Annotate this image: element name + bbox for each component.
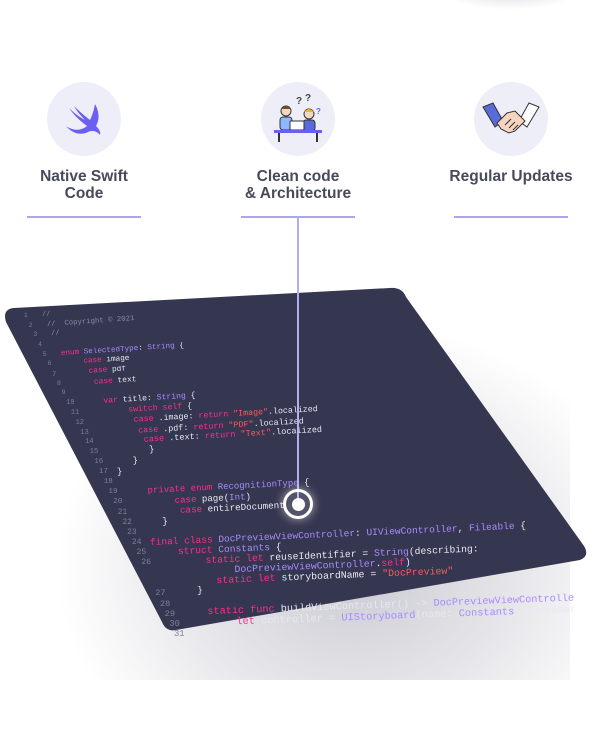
code-line: struct Constants { (177, 541, 282, 558)
svg-text:?: ? (296, 96, 302, 107)
line-number: 5 (42, 350, 47, 358)
line-number: 16 (94, 458, 104, 467)
line-number: 7 (52, 369, 57, 378)
connector-line (297, 216, 299, 504)
line-number: 3 (33, 331, 38, 339)
line-number: 23 (127, 527, 137, 537)
code-line: case .text: return "Text".localized (143, 425, 323, 446)
top-decorative-shadow (440, 0, 580, 10)
code-line: } (116, 466, 123, 478)
feature-title: Regular Updates (449, 168, 573, 185)
code-line: case text (93, 374, 137, 387)
code-line: case image (83, 355, 131, 367)
line-number: 8 (56, 379, 61, 388)
line-number: 4 (38, 340, 42, 348)
line-number: 30 (169, 618, 180, 629)
code-line: case pdf (88, 365, 127, 376)
line-number: 18 (103, 478, 113, 487)
code-line: } (107, 444, 155, 458)
feature-icon-circle (47, 82, 121, 156)
code-line: DocPreviewViewController.self) (234, 556, 411, 576)
feature-underline (454, 216, 568, 218)
line-number: 28 (159, 598, 171, 609)
line-number: 12 (75, 418, 85, 427)
code-line: case .pdf: return "PDF".localized (138, 415, 305, 436)
swift-logo-icon (66, 104, 101, 135)
line-number: 29 (164, 608, 176, 619)
feature-icon-circle: ? ? ? (261, 82, 335, 156)
code-line: case entireDocument (179, 499, 285, 516)
code-line: var title: String { (103, 391, 197, 407)
code-line: case .image: return "Image".localized (133, 404, 318, 425)
line-number: 1 (24, 312, 28, 319)
line-number: 21 (117, 507, 128, 517)
code-line: case page(Int) (174, 491, 252, 506)
feature-title: Native Swift Code (40, 168, 128, 202)
feature-regular-updates: Regular Updates (441, 82, 581, 218)
line-number: 2 (28, 321, 33, 329)
developers-question-icon: ? ? ? (274, 94, 322, 142)
code-line: } (173, 586, 204, 599)
code-line: // Copyright © 2021 (46, 314, 135, 329)
svg-text:?: ? (316, 107, 321, 116)
line-number: 24 (131, 537, 142, 547)
line-number: 25 (136, 548, 147, 558)
code-line: enum SelectedType: String { (60, 341, 184, 358)
code-line: // (41, 310, 51, 319)
code-line: let controller = UIStoryboard(name: Cons… (236, 604, 574, 629)
feature-title: Clean code & Architecture (244, 168, 352, 202)
line-number: 31 (174, 629, 185, 640)
code-line: static let storyboardName = "DocPreview" (215, 565, 454, 587)
line-number: 20 (113, 497, 123, 506)
line-number: 15 (89, 448, 99, 457)
line-number: 19 (108, 487, 118, 496)
line-number: 6 (47, 360, 52, 368)
feature-icon-circle (474, 82, 548, 156)
line-number: 13 (80, 428, 89, 437)
feature-underline (27, 216, 141, 218)
line-number: 10 (66, 399, 75, 408)
handshake-icon (482, 102, 540, 134)
connector-dot (283, 489, 313, 519)
line-number: 9 (61, 389, 66, 398)
line-number: 11 (70, 408, 80, 417)
line-number: 22 (122, 517, 132, 527)
code-line: private enum RecognitionType { (147, 477, 311, 496)
code-line: static let reuseIdentifier = String(desc… (205, 543, 479, 567)
feature-native-swift: Native Swift Code (14, 82, 154, 218)
code-line: // (51, 329, 61, 339)
line-number: 27 (155, 588, 166, 599)
code-line: } (112, 455, 139, 468)
line-number: 17 (99, 468, 108, 477)
connector-dot-inner (291, 497, 305, 511)
code-line: final class DocPreviewViewController: UI… (149, 520, 526, 548)
line-number: 14 (84, 438, 94, 447)
line-number: 26 (141, 558, 152, 568)
code-line: static func buildViewController() -> Doc… (206, 593, 574, 618)
feature-clean-code: ? ? ? Clean code & Architecture (228, 82, 368, 218)
svg-text:?: ? (305, 94, 311, 104)
code-line: } (140, 515, 169, 528)
code-line: switch self { (127, 401, 193, 415)
